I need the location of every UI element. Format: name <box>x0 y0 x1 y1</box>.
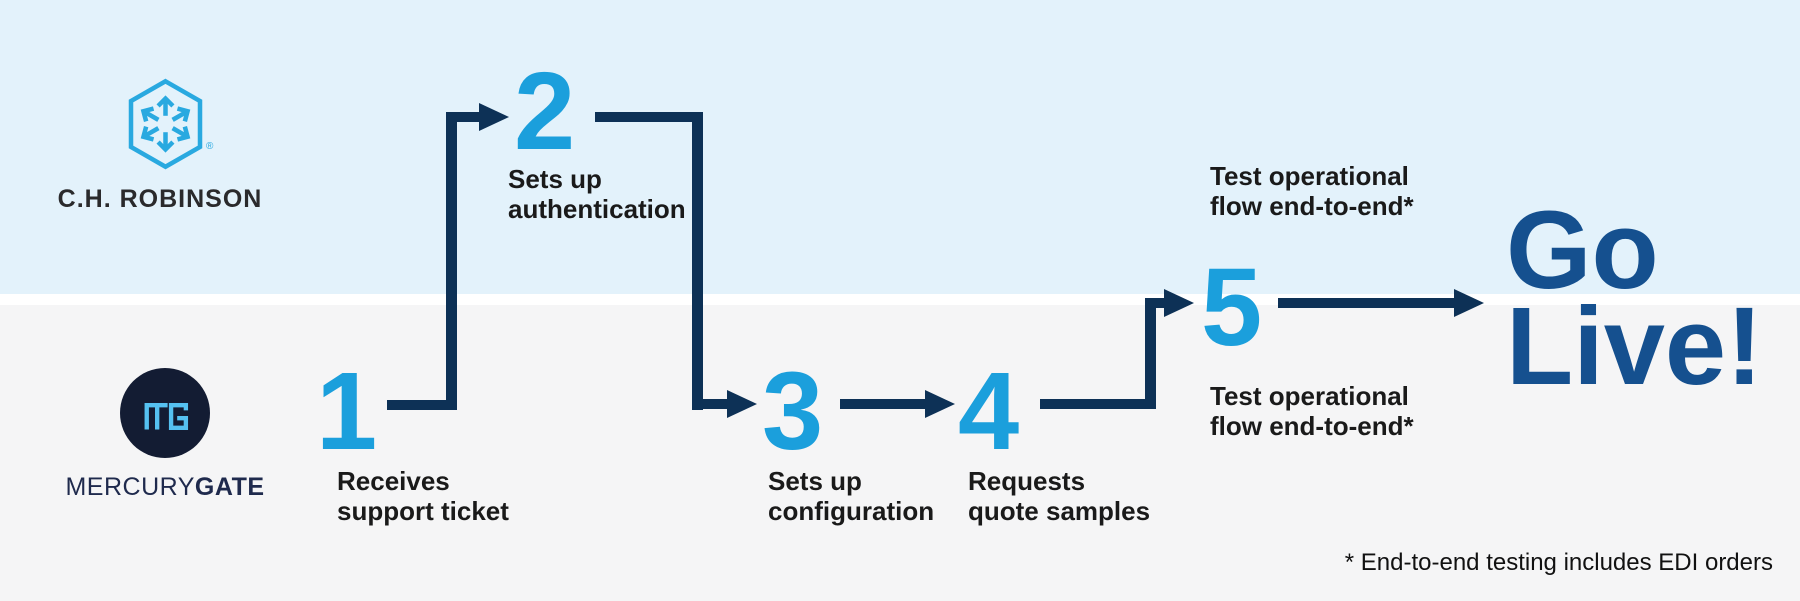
connector-into-5-horizontal <box>1145 298 1165 308</box>
go-live-line1: Go <box>1506 189 1659 312</box>
step-4-label-line1: Requests <box>968 466 1086 496</box>
step-5-label-bottom: Test operational flow end-to-end* <box>1210 381 1414 441</box>
connector-2-horizontal <box>595 112 703 122</box>
connector-1-2-vertical <box>446 112 457 410</box>
step-1-number: 1 <box>316 350 378 473</box>
go-live-line2: Live! <box>1506 285 1763 408</box>
footnote: * End-to-end testing includes EDI orders <box>1344 549 1773 576</box>
step-5-label-top: Test operational flow end-to-end* <box>1210 161 1414 221</box>
go-live-text: Go Live! <box>1506 189 1763 408</box>
chrobinson-hexagon-logo-icon <box>123 78 208 175</box>
arrowhead-into-4-icon <box>925 390 955 418</box>
step-5-label-bottom-line1: Test operational <box>1210 381 1409 411</box>
step-4-label: Requests quote samples <box>968 466 1150 526</box>
mercurygate-wordmark-prefix: MERCURY <box>65 473 195 501</box>
step-3-number: 3 <box>762 350 824 473</box>
mercurygate-wordmark: MERCURYGATE <box>40 473 290 502</box>
mercurygate-lane-background <box>0 305 1800 601</box>
connector-2-3-vertical <box>692 112 703 410</box>
step-5-label-top-line1: Test operational <box>1210 161 1409 191</box>
arrowhead-into-2-icon <box>479 103 509 131</box>
step-5-label-bottom-line2: flow end-to-end* <box>1210 411 1414 441</box>
arrowhead-into-3-icon <box>727 390 757 418</box>
chrobinson-registered-mark: ® <box>206 141 214 152</box>
connector-5-golive-horizontal <box>1278 298 1455 308</box>
connector-3-4-horizontal <box>840 399 926 409</box>
step-1-label-line1: Receives <box>337 466 450 496</box>
mercurygate-wordmark-suffix: GATE <box>194 473 265 501</box>
connector-4-5-vertical <box>1145 298 1156 409</box>
step-1-label-line2: support ticket <box>337 496 509 526</box>
connector-into-2-horizontal <box>446 112 480 122</box>
step-3-label-line2: configuration <box>768 496 935 526</box>
arrowhead-into-5-icon <box>1164 289 1194 317</box>
step-2-label-line1: Sets up <box>508 164 602 194</box>
mercurygate-monogram-icon <box>120 368 210 458</box>
step-1-label: Receives support ticket <box>337 466 509 526</box>
arrowhead-into-golive-icon <box>1454 289 1484 317</box>
step-5-label-top-line2: flow end-to-end* <box>1210 191 1414 221</box>
chrobinson-lane-background <box>0 0 1800 294</box>
step-2-number: 2 <box>514 50 576 173</box>
step-5-number: 5 <box>1201 246 1263 369</box>
step-4-number: 4 <box>958 350 1020 473</box>
connector-4-horizontal <box>1040 399 1156 409</box>
step-2-label: Sets up authentication <box>508 164 686 224</box>
step-2-label-line2: authentication <box>508 194 686 224</box>
step-4-label-line2: quote samples <box>968 496 1151 526</box>
lane-divider <box>0 294 1800 305</box>
connector-1-horizontal <box>387 400 457 410</box>
step-3-label: Sets up configuration <box>768 466 934 526</box>
chrobinson-wordmark: C.H. ROBINSON <box>57 185 263 213</box>
step-3-label-line1: Sets up <box>768 466 862 496</box>
connector-into-3-horizontal <box>692 399 728 409</box>
